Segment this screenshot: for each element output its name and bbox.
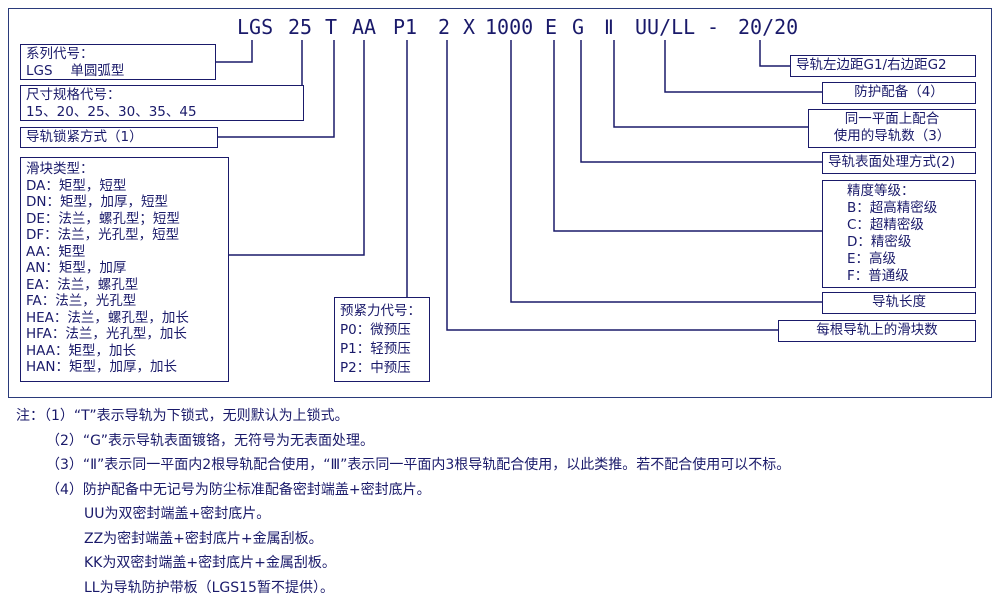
blocks-per-rail-line: 每根导轨上的滑块数 <box>816 322 938 338</box>
code-block-type: AA <box>352 15 377 39</box>
protect-box: 防护配备（4） <box>822 82 976 104</box>
accuracy-line: D：精密级 <box>847 234 912 250</box>
code-same-plane: Ⅱ <box>604 15 614 39</box>
block-type-line: AN：矩型，加厚 <box>26 260 127 276</box>
size-box: 尺寸规格代号： 15、20、25、30、35、45 <box>20 85 304 121</box>
same-plane-line: 同一平面上配合 <box>844 111 940 127</box>
block-type-line: DN：矩型，加厚，短型 <box>26 194 168 210</box>
lock-box-line: 导轨锁紧方式（1） <box>26 129 143 145</box>
code-length: 1000 <box>485 15 534 39</box>
wire-length <box>510 40 822 303</box>
wire-blocks-per-rail <box>446 40 778 331</box>
block-type-line: DF：法兰，光孔型，短型 <box>26 227 180 243</box>
preload-line: P1：轻预压 <box>340 341 411 357</box>
code-blocks-per-rail: 2 <box>438 15 451 39</box>
block-type-box: 滑块类型： DA：矩型，短型 DN：矩型，加厚，短型 DE：法兰，螺孔型；短型 … <box>20 157 229 382</box>
wire-surface <box>580 40 822 163</box>
same-plane-line: 使用的导轨数（3） <box>833 128 951 144</box>
code-accuracy: E <box>545 15 558 39</box>
code-size: 25 <box>288 15 313 39</box>
block-type-line: HAA：矩型，加长 <box>26 342 136 359</box>
note-line: （3）“Ⅱ”表示同一平面内2根导轨配合使用，“Ⅲ”表示同一平面内3根导轨配合使用… <box>46 457 791 473</box>
preload-line: 预紧力代号： <box>340 303 421 319</box>
notes: 注：（1）“T”表示导轨为下锁式，无则默认为上锁式。 （2）“G”表示导轨表面镀… <box>16 404 996 600</box>
accuracy-line: E：高级 <box>847 251 897 267</box>
block-type-line: HAN：矩型，加厚，加长 <box>26 359 177 375</box>
note-line: ZZ为密封端盖+密封底片+金属刮板。 <box>84 530 323 547</box>
note-line: （4）防护配备中无记号为防尘标准配备密封端盖+密封底片。 <box>46 481 431 498</box>
block-type-line: FA：法兰，光孔型 <box>26 293 137 309</box>
length-box: 导轨长度 <box>822 292 976 314</box>
block-type-line: 滑块类型： <box>26 161 94 177</box>
accuracy-line: C：超精密级 <box>847 217 924 233</box>
margin-box: 导轨左边距G1/右边距G2 <box>790 55 976 77</box>
code-x: X <box>463 15 476 39</box>
length-box-line: 导轨长度 <box>872 294 926 310</box>
protect-box-line: 防护配备（4） <box>854 84 944 100</box>
wire-margin <box>759 40 790 67</box>
size-box-line: 尺寸规格代号： <box>26 87 121 103</box>
size-box-line: 15、20、25、30、35、45 <box>26 104 197 120</box>
block-type-line: DA：矩型，短型 <box>26 177 127 194</box>
code-surface: G <box>572 15 585 39</box>
wire-lock <box>218 40 335 138</box>
wire-accuracy <box>553 40 822 232</box>
note-line: UU为双密封端盖+密封底片。 <box>84 506 271 522</box>
note-line: （2）“G”表示导轨表面镀铬，无符号为无表面处理。 <box>46 432 374 449</box>
note-line: LL为导轨防护带板（LGS15暂不提供）。 <box>84 579 334 596</box>
blocks-per-rail-box: 每根导轨上的滑块数 <box>778 320 976 342</box>
code-lock: T <box>325 15 338 39</box>
series-box: 系列代号： LGS 单圆弧型 <box>20 44 216 80</box>
block-type-line: AA：矩型 <box>26 243 86 260</box>
series-box-line: LGS 单圆弧型 <box>26 63 125 79</box>
accuracy-line: 精度等级： <box>847 183 915 199</box>
code-dash: - <box>707 15 720 39</box>
wire-protect <box>664 40 822 93</box>
wire-same-plane <box>613 40 808 128</box>
preload-line: P0：微预压 <box>340 322 411 338</box>
preload-line: P2：中预压 <box>340 360 411 376</box>
accuracy-line: F：普通级 <box>847 268 909 284</box>
block-type-line: EA：法兰，螺孔型 <box>26 276 139 293</box>
note-line: 注：（1）“T”表示导轨为下锁式，无则默认为上锁式。 <box>16 408 349 424</box>
preload-box: 预紧力代号： P0：微预压 P1：轻预压 P2：中预压 <box>334 297 430 382</box>
wire-series <box>216 40 253 63</box>
note-line: KK为双密封端盖+密封底片+金属刮板。 <box>84 555 336 571</box>
model-code: LGS 25 T AA P1 2 X 1000 E G Ⅱ UU/LL - 20… <box>0 0 1000 40</box>
accuracy-box: 精度等级： B：超高精密级 C：超精密级 D：精密级 E：高级 F：普通级 <box>822 180 976 288</box>
code-protect: UU/LL <box>635 15 696 39</box>
code-series: LGS <box>237 15 274 39</box>
accuracy-line: B：超高精密级 <box>847 200 938 216</box>
code-margin: 20/20 <box>738 15 799 39</box>
surface-box: 导轨表面处理方式(2) <box>822 152 976 174</box>
block-type-line: HEA：法兰，螺孔型，加长 <box>26 309 189 326</box>
block-type-line: DE：法兰，螺孔型；短型 <box>26 210 180 227</box>
code-preload: P1 <box>393 15 418 39</box>
wire-block-type <box>229 40 365 256</box>
block-type-line: HFA：法兰，光孔型，加长 <box>26 326 187 342</box>
series-box-line: 系列代号： <box>26 46 94 62</box>
same-plane-box: 同一平面上配合 使用的导轨数（3） <box>808 109 976 148</box>
lock-box: 导轨锁紧方式（1） <box>20 127 218 148</box>
margin-box-line: 导轨左边距G1/右边距G2 <box>796 57 947 73</box>
surface-box-line: 导轨表面处理方式(2) <box>828 154 956 170</box>
